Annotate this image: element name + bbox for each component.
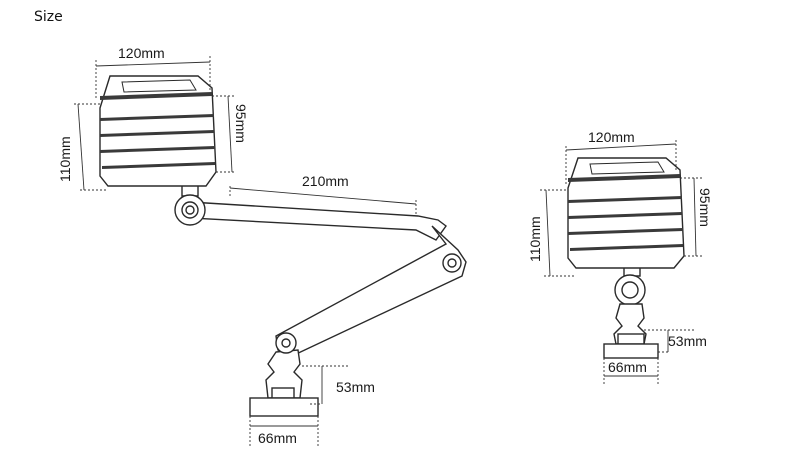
left-height-total-label: 110mm (57, 136, 73, 182)
left-upper-arm (189, 201, 447, 241)
right-lamp: 120mm 110mm 95mm 53mm 66mm (527, 129, 713, 384)
left-elbow-pin (447, 258, 457, 268)
left-head-fin-3 (100, 130, 214, 137)
right-head-fin-3 (568, 212, 682, 219)
left-shoulder-pin (185, 205, 195, 215)
left-lower-arm (275, 225, 467, 357)
left-head-fin-1 (100, 92, 212, 100)
left-lamp: 120mm 110mm 95mm 210mm 53mm 66mm (57, 45, 467, 446)
right-base-block (617, 333, 645, 345)
left-width-label: 120mm (118, 45, 165, 61)
left-head-fin-5 (102, 162, 215, 169)
right-joint-ring (621, 281, 639, 299)
left-base-plate (249, 397, 319, 417)
left-base-pin (281, 338, 291, 348)
right-base-plate (603, 343, 659, 359)
right-base-width-label: 66mm (608, 359, 647, 375)
right-head-fin-5 (570, 244, 683, 251)
left-head-fin-2 (100, 114, 214, 121)
right-head-fin-1 (568, 174, 680, 182)
right-height-head-label: 95mm (697, 188, 713, 227)
left-head-fin-4 (100, 146, 215, 153)
right-head-window (589, 161, 665, 175)
left-base-block (271, 387, 295, 399)
left-base-height-label: 53mm (336, 379, 375, 395)
left-base-width-label: 66mm (258, 430, 297, 446)
left-head-window (121, 79, 197, 93)
right-height-total-label: 110mm (527, 216, 543, 262)
left-arm-label: 210mm (302, 173, 349, 189)
page-title: Size (34, 9, 63, 25)
right-head-fin-2 (568, 196, 682, 203)
right-base-height-label: 53mm (668, 333, 707, 349)
right-width-label: 120mm (588, 129, 635, 145)
left-height-head-label: 95mm (233, 104, 249, 143)
right-head-fin-4 (568, 228, 683, 235)
